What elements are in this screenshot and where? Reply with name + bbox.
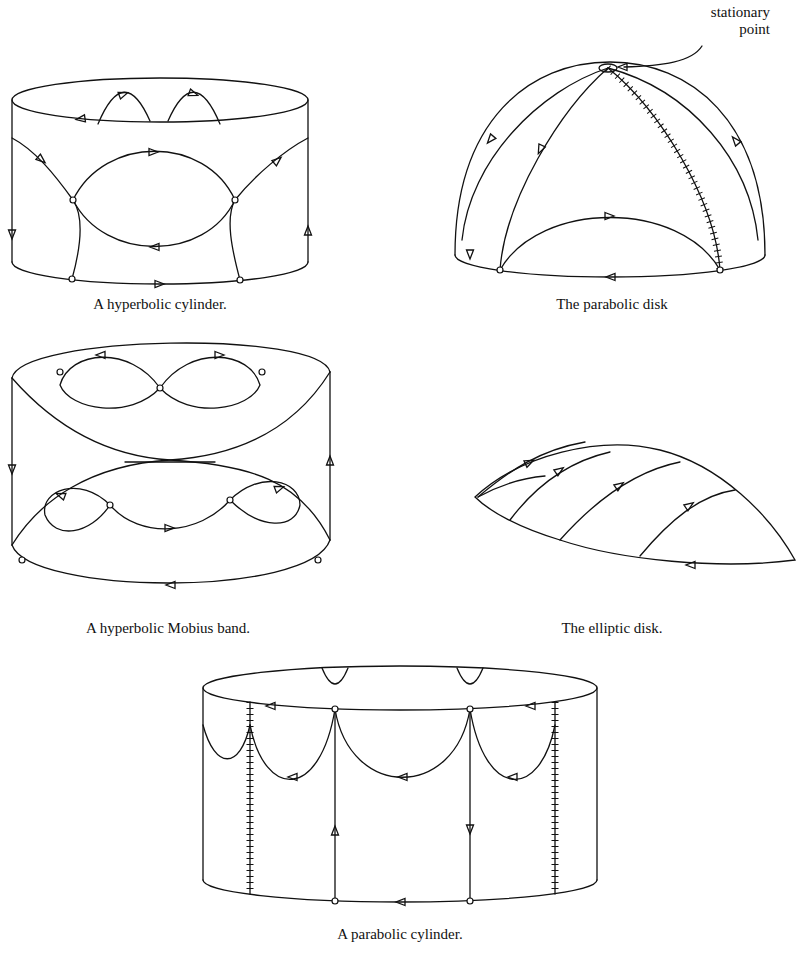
figure-caption: A parabolic cylinder. — [337, 926, 462, 943]
figure-caption-holder: The elliptic disk. — [561, 620, 662, 637]
figure-caption-holder: A hyperbolic Mobius band. — [86, 620, 250, 637]
figure-caption-holder: The parabolic disk — [556, 296, 668, 313]
parabolic-disk-figure — [455, 62, 765, 281]
hyperbolic-mobius-band-figure — [9, 343, 334, 589]
leader-arrow — [618, 46, 702, 71]
callout-label-holder: stationary point — [690, 4, 770, 39]
figure-caption-holder: A hyperbolic cylinder. — [93, 296, 227, 313]
figure-caption: A hyperbolic Mobius band. — [86, 620, 250, 637]
hyperbolic-cylinder-figure — [9, 78, 312, 288]
elliptic-disk-figure — [475, 442, 795, 569]
figure-caption: The parabolic disk — [556, 296, 668, 313]
figure-caption: The elliptic disk. — [561, 620, 662, 637]
figure-caption-holder: A parabolic cylinder. — [337, 926, 462, 943]
callout-label: stationary point — [690, 4, 770, 39]
figure-caption: A hyperbolic cylinder. — [93, 296, 227, 313]
parabolic-cylinder-figure — [203, 666, 597, 906]
